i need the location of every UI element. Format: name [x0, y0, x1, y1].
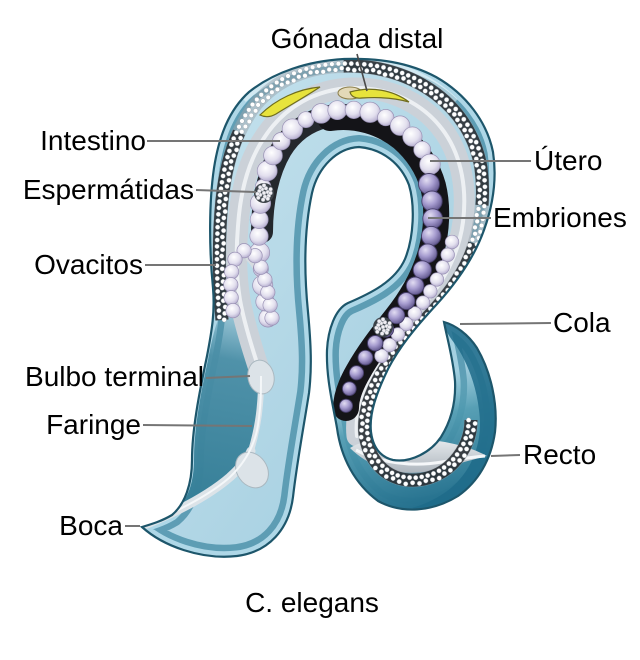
embryo-cells: [338, 173, 444, 413]
distal-gonad: [258, 86, 410, 118]
worm-outline: [139, 57, 497, 558]
tail-hook-shade: [412, 322, 496, 509]
label-faringe: Faringe: [46, 409, 141, 440]
leader-line-cola: [459, 322, 552, 325]
distal-gonad-left: [258, 86, 321, 118]
pharynx: [142, 359, 275, 529]
label-embriones: Embriones: [493, 202, 627, 233]
label-ovacitos: Ovacitos: [34, 249, 143, 280]
label-bulbo-terminal: Bulbo terminal: [25, 361, 204, 392]
label-boca: Boca: [59, 510, 123, 541]
leader-line-espermatidas: [195, 189, 257, 193]
figure-caption: C. elegans: [245, 587, 379, 618]
pharynx-lumen-line: [148, 375, 262, 524]
leader-line-gonada-distal: [356, 53, 368, 92]
spermatid-cluster-anterior: [254, 183, 274, 203]
label-gonada-distal: Gónada distal: [270, 23, 444, 54]
distal-gonad-right: [349, 88, 410, 103]
spermatid-cluster-posterior: [373, 317, 393, 337]
leader-line-faringe: [142, 424, 253, 427]
leader-lines: [125, 53, 552, 527]
label-cola: Cola: [553, 307, 611, 338]
oocyte-cells-posterior: [374, 234, 460, 364]
leader-line-recto: [490, 454, 521, 457]
label-recto: Recto: [523, 439, 597, 470]
label-utero: Útero: [534, 145, 603, 176]
label-espermatidas: Espermátidas: [22, 174, 194, 205]
label-intestino: Intestino: [40, 125, 146, 156]
germ-cell-dots: [214, 61, 488, 487]
gonad-loop-cells: [223, 243, 280, 326]
leader-line-bulbo-terminal: [205, 375, 251, 379]
